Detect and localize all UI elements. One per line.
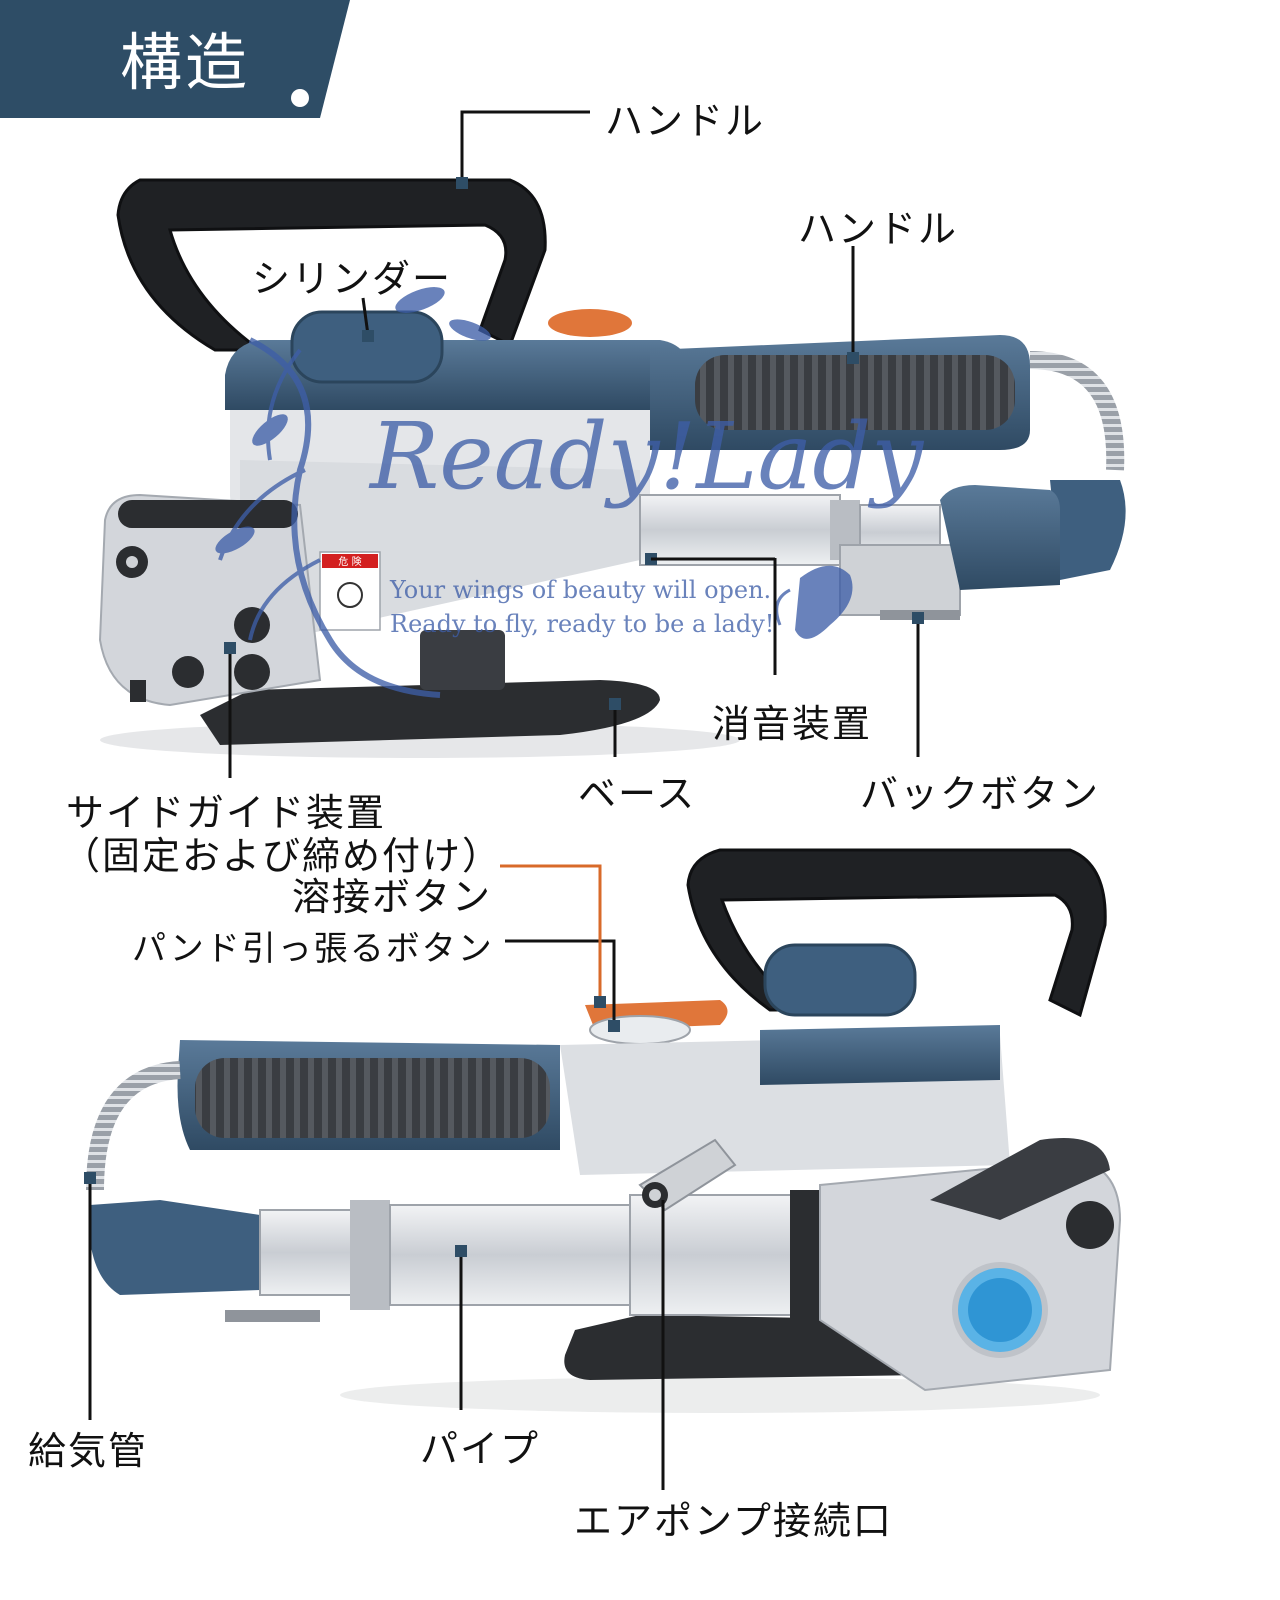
grip-bottom: [195, 1058, 550, 1138]
side-guide: [98, 493, 322, 707]
label-handle-grip: ハンドル: [798, 207, 959, 251]
top-tool: 危 険: [98, 178, 1126, 758]
title-banner: [0, 0, 350, 118]
label-cylinder: シリンダー: [252, 257, 453, 301]
top-handle: [116, 178, 547, 352]
label-muffler: 消音装置: [712, 702, 873, 746]
label-pipe: パイプ: [420, 1427, 541, 1471]
label-handle-top: ハンドル: [605, 99, 766, 143]
label-tension-button: パンド引っ張るボタン: [132, 929, 494, 969]
label-air-port: エアポンプ接続口: [574, 1499, 893, 1543]
bottom-tool: [86, 848, 1122, 1413]
label-base: ベース: [578, 772, 697, 816]
cylinder: [290, 310, 444, 384]
page-title: 構造: [120, 26, 251, 99]
weld-leader: [500, 864, 606, 1008]
butterfly-icon: [795, 565, 853, 639]
tension-button: [589, 1015, 691, 1045]
label-back-button: バックボタン: [860, 772, 1101, 816]
weld-button-top: [548, 309, 632, 337]
base-plate: [200, 680, 660, 745]
warning-tag: 危 険: [338, 556, 361, 568]
grip: [695, 355, 1015, 430]
air-tube: [86, 1061, 181, 1191]
watermark: Ready!Lady Your wings of beauty will ope…: [215, 287, 924, 698]
label-weld-button: 溶接ボタン: [292, 875, 493, 919]
banner-dot-icon: [291, 89, 309, 107]
label-air-tube: 給気管: [28, 1429, 149, 1473]
pipe: [389, 1204, 631, 1306]
label-side-guide-line2: （固定および締め付け）: [62, 834, 503, 878]
watermark-line1: Your wings of beauty will open.: [389, 576, 771, 604]
muffler-pipe: [639, 494, 841, 566]
label-side-guide-line1: サイドガイド装置: [66, 791, 387, 835]
watermark-brand: Ready!Lady: [368, 403, 924, 510]
watermark-line2: Ready to fly, ready to be a lady!: [390, 610, 774, 638]
leader-lines: [84, 110, 924, 1490]
